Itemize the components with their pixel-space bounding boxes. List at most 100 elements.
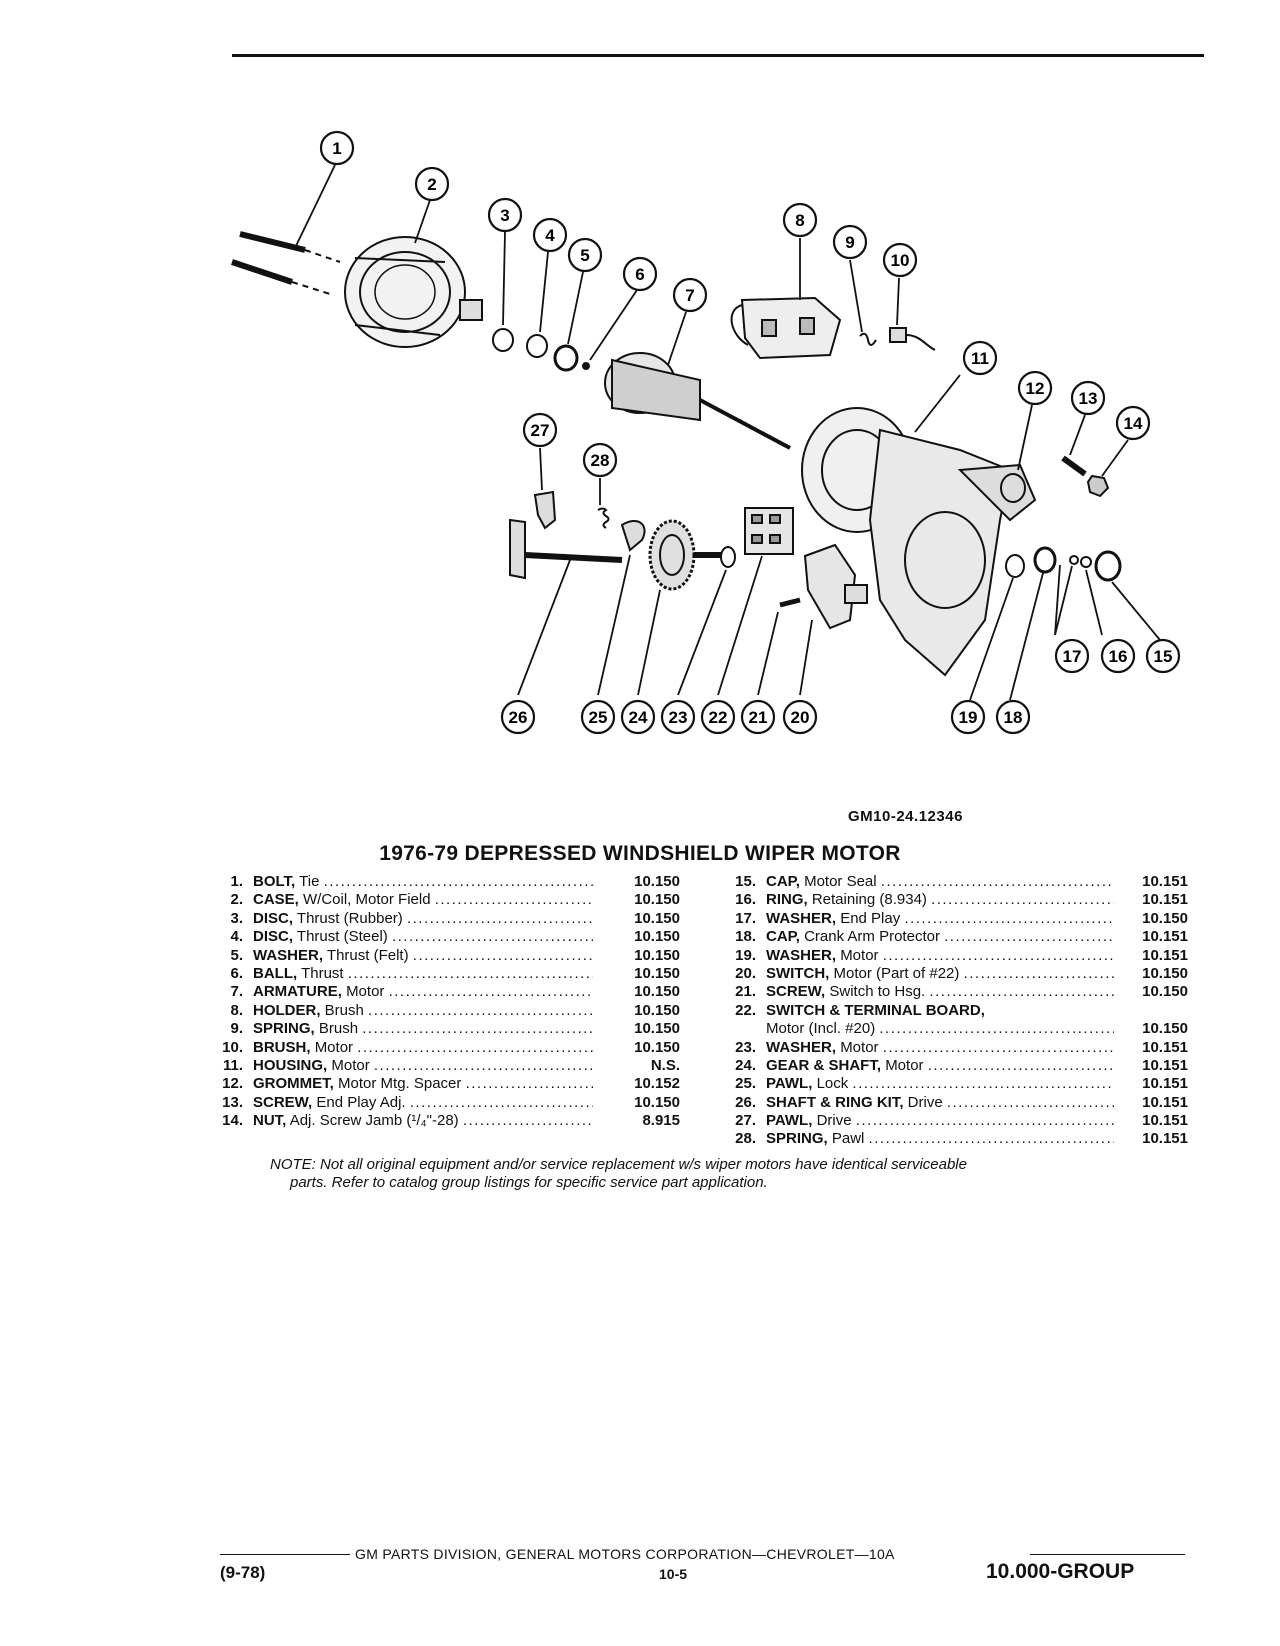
revision-date: (9-78) [220,1563,266,1582]
callout-number: 4 [545,226,555,245]
part-description: NUT, Adj. Screw Jamb (¹/₄"-28) .........… [253,1112,593,1130]
callout-11: 11 [962,340,998,376]
part-row: 19.WASHER, Motor .......................… [718,947,1188,965]
callout-circle [995,699,1031,735]
part-description: SHAFT & RING KIT, Drive ................… [766,1094,1114,1112]
callout-7: 7 [672,277,708,313]
part-row: 12.GROMMET, Motor Mtg. Spacer ..........… [205,1075,680,1093]
callout-circle [782,699,818,735]
part-group-number: 10.150 [634,909,680,927]
brush-lead-art [905,334,936,351]
part-description: RING, Retaining (8.934) ................… [766,891,1114,909]
part-group-number: 10.151 [1142,1112,1188,1130]
catalog-group: 10.000-GROUP [986,1560,1135,1583]
leader-dots: ........................................… [462,1112,593,1130]
part-detail: Motor [331,1056,370,1074]
note-line-1: NOTE: Not all original equipment and/or … [270,1156,967,1173]
callout-circle [500,699,536,735]
part-name: NUT, [253,1112,287,1130]
callout-number: 28 [591,451,610,470]
leader-dots: ........................................… [882,1038,1114,1056]
part-group-number: 8.915 [642,1112,680,1130]
part-name: SCREW, [766,983,826,1001]
callout-circle [487,197,523,233]
callout-circle [620,699,656,735]
thrust-ball-art [582,362,590,370]
callout-9: 9 [832,224,868,260]
part-row: 2.CASE, W/Coil, Motor Field ............… [205,891,680,909]
part-number: 10. [222,1038,243,1056]
callout-21: 21 [740,699,776,735]
motor-housing-art [801,407,1037,677]
part-row: 14. NUT, Adj. Screw Jamb (¹/₄"-28) ......… [205,1112,680,1130]
part-detail: W/Coil, Motor Field [303,891,431,909]
part-name: DISC, [253,909,294,927]
part-name: ARMATURE, [253,983,342,1001]
part-number: 9. [230,1020,243,1038]
page-number: 10-5 [659,1566,688,1582]
part-row: 7.ARMATURE, Motor ......................… [205,983,680,1001]
callout-circle [1070,380,1106,416]
pawl-spring-art [597,507,610,529]
callout-circle [700,699,736,735]
part-row: 26. SHAFT & RING KIT, Drive .............… [718,1094,1188,1112]
part-number: 16. [735,891,756,909]
leader-dots: ........................................… [434,891,593,909]
part-description: CAP, Crank Arm Protector ...............… [766,928,1114,946]
part-description: CAP, Motor Seal ........................… [766,873,1114,891]
part-description: SPRING, Pawl ...........................… [766,1130,1114,1148]
part-row: 11.HOUSING, Motor ......................… [205,1057,680,1075]
part-group-number: 10.151 [1142,873,1188,890]
leader-lines [294,164,1161,701]
part-group-number: 10.152 [634,1075,680,1093]
part-group-number: 10.151 [1142,1093,1188,1111]
part-description: SWITCH, Motor (Part of #22) ............… [766,965,1114,983]
part-description: HOUSING, Motor .........................… [253,1057,593,1075]
callout-circle [660,699,696,735]
part-detail: Retaining (8.934) [811,891,927,909]
leader-dots: ........................................… [904,909,1114,927]
leader-dots: ........................................… [944,928,1114,946]
part-name: SPRING, [253,1020,315,1038]
callout-17: 17 [1054,638,1090,674]
callout-number: 14 [1124,414,1143,433]
part-description: SCREW, End Play Adj. ...................… [253,1094,593,1112]
leader-dots: ........................................… [879,1020,1114,1038]
motor-seal-cap-art [1094,550,1122,582]
callout-circle [532,217,568,253]
callout-circle [582,442,618,478]
callout-3: 3 [487,197,523,233]
callout-circle [414,166,450,202]
part-detail: Switch to Hsg. [829,983,926,1001]
part-number: 13. [222,1093,243,1111]
part-name: DISC, [253,928,294,946]
part-description: BRUSH, Motor ...........................… [253,1039,593,1057]
part-number: 26. [735,1093,756,1111]
part-group-number: 10.151 [1142,891,1188,909]
callout-circle [1017,370,1053,406]
callout-number: 25 [589,708,608,727]
callout-number: 6 [635,265,644,284]
part-description: BOLT, Tie ..............................… [253,873,593,891]
jamb-nut-art [1086,474,1110,498]
part-number: 14. [222,1112,243,1130]
part-name: HOLDER, [253,1001,321,1019]
part-detail: Motor [840,1038,879,1056]
part-description: SCREW, Switch to Hsg. ..................… [766,983,1114,1001]
leader-dots: ........................................… [868,1130,1114,1148]
callout-number: 24 [629,708,648,727]
callout-number: 26 [509,708,528,727]
callout-number: 1 [332,139,341,158]
part-group-number: 10.150 [634,1038,680,1056]
part-name: GEAR & SHAFT, [766,1056,882,1074]
armature-art [604,352,791,450]
callout-number: 23 [669,708,688,727]
footer-publisher: GM PARTS DIVISION, GENERAL MOTORS CORPOR… [355,1546,895,1562]
part-detail: Lock [816,1075,849,1093]
leader-dots: ........................................… [409,1093,593,1111]
part-name: RING, [766,891,808,909]
part-number: 5. [230,946,243,964]
part-name: WASHER, [766,1038,837,1056]
part-name: SWITCH, [766,964,830,982]
part-name: SWITCH & TERMINAL BOARD, [766,1001,985,1019]
